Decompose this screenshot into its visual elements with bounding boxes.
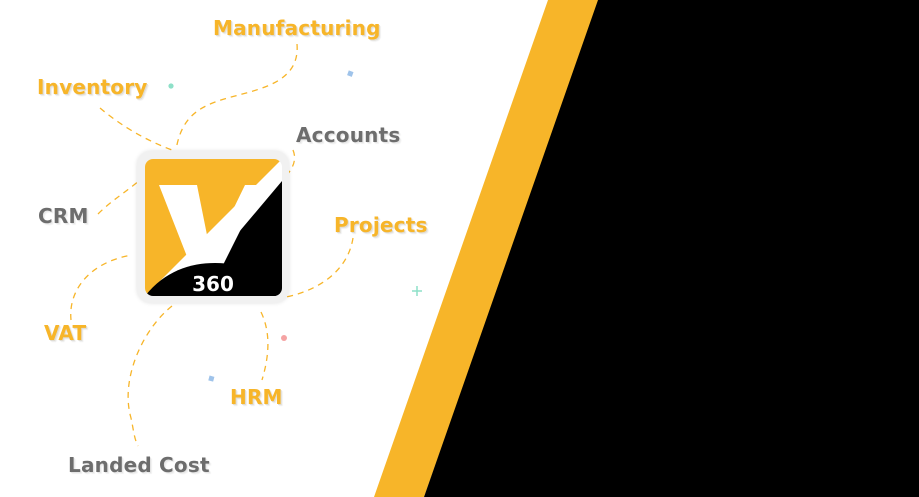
connector-accounts	[283, 149, 296, 179]
module-label-crm: CRM	[38, 204, 89, 228]
logo-number: 360	[192, 272, 234, 296]
connector-inventory	[99, 107, 173, 151]
v360-logo-mark: 360	[145, 159, 282, 296]
confetti-plus-teal	[412, 286, 422, 296]
confetti-dot-pink	[281, 335, 287, 341]
module-label-landed-cost: Landed Cost	[68, 453, 210, 477]
connector-crm	[97, 179, 141, 215]
module-label-accounts: Accounts	[296, 123, 401, 147]
confetti-square-blue	[347, 70, 354, 77]
confetti-square-blue-2	[208, 375, 215, 382]
module-label-manufacturing: Manufacturing	[213, 16, 381, 40]
module-label-inventory: Inventory	[37, 75, 148, 99]
confetti-dot-teal	[168, 83, 174, 89]
v360-logo: 360	[137, 151, 289, 303]
connector-hrm	[260, 311, 269, 381]
connector-landed-cost	[127, 305, 173, 447]
module-label-projects: Projects	[334, 213, 428, 237]
connector-projects	[285, 237, 354, 298]
module-label-vat: VAT	[44, 321, 87, 345]
logo-mound	[145, 263, 282, 296]
connector-vat	[70, 254, 133, 321]
black-panel	[424, 0, 919, 497]
logo-v-letter	[159, 185, 263, 277]
module-label-hrm: HRM	[230, 385, 283, 409]
connector-manufacturing	[175, 43, 298, 151]
yellow-diagonal-stripe	[374, 0, 600, 497]
connector-lines	[70, 43, 354, 447]
